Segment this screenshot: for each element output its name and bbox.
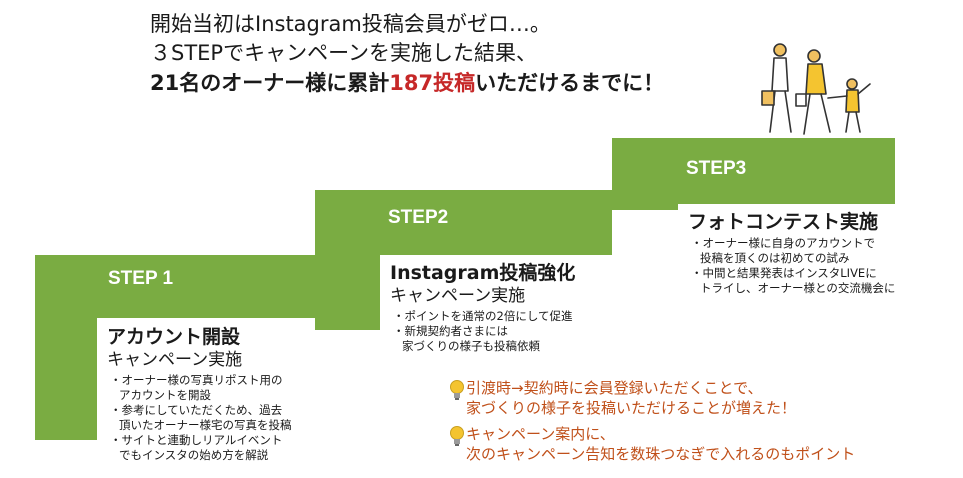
step3-bullet: オーナー様に自身のアカウントで 投稿を頂くのは初めての試み <box>688 236 940 266</box>
header-line-1: 開始当初はInstagram投稿会員がゼロ…。 <box>150 12 551 36</box>
step1-bullet: サイトと連動しリアルイベント でもインスタの始め方を解説 <box>107 433 315 463</box>
step3-card: フォトコンテスト実施 オーナー様に自身のアカウントで 投稿を頂くのは初めての試み… <box>678 204 940 310</box>
step2-card: Instagram投稿強化 キャンペーン実施 ポイントを通常の2倍にして促進 新… <box>380 255 612 370</box>
step3-title: フォトコンテスト実施 <box>688 211 879 233</box>
header-line-3-prefix: 21名のオーナー様に累計 <box>150 71 390 95</box>
header-line-3-suffix: いただけるまでに！ <box>475 71 665 95</box>
family-illustration <box>761 43 871 135</box>
insight-note-line-1: キャンペーン案内に、 <box>466 425 615 443</box>
step1-bullets: オーナー様の写真リポスト用の アカウントを開設 参考にしていただくため、過去 頂… <box>107 373 315 463</box>
step3-label: STEP3 <box>686 158 747 179</box>
header-line-2: ３STEPでキャンペーンを実施した結果、 <box>150 41 538 65</box>
step1-subtitle: キャンペーン実施 <box>107 350 243 370</box>
step1-title: アカウント開設 <box>107 326 241 348</box>
step2-title: Instagram投稿強化 <box>390 262 576 284</box>
lightbulb-icon <box>450 380 464 400</box>
insight-note-line-2: 家づくりの様子を投稿いただけることが増えた！ <box>466 399 797 417</box>
step1-bullet: 参考にしていただくため、過去 頂いたオーナー様宅の写真を投稿 <box>107 403 315 433</box>
step2-bullet: ポイントを通常の2倍にして促進 <box>390 309 612 324</box>
header-highlight-count: 187投稿 <box>389 71 476 95</box>
step2-label: STEP2 <box>388 207 449 228</box>
insight-note-line-1: 引渡時→契約時に会員登録いただくことで、 <box>466 379 763 397</box>
step2-bullet: 新規契約者さまには 家づくりの様子も投稿依頼 <box>390 324 612 354</box>
lightbulb-icon <box>450 426 464 446</box>
header-line-3: 21名のオーナー様に累計187投稿いただけるまでに！ <box>150 68 750 99</box>
step3-bullets: オーナー様に自身のアカウントで 投稿を頂くのは初めての試み 中間と結果発表はイン… <box>688 236 940 296</box>
step2-bullets: ポイントを通常の2倍にして促進 新規契約者さまには 家づくりの様子も投稿依頼 <box>390 309 612 354</box>
step1-label: STEP 1 <box>108 268 174 289</box>
insight-note: 引渡時→契約時に会員登録いただくことで、 家づくりの様子を投稿いただけることが増… <box>448 378 948 418</box>
step2-subtitle: キャンペーン実施 <box>390 286 526 306</box>
step1-card: アカウント開設 キャンペーン実施 オーナー様の写真リポスト用の アカウントを開設… <box>97 318 315 478</box>
insight-note-line-2: 次のキャンペーン告知を数珠つなぎで入れるのもポイント <box>466 445 856 463</box>
step3-bullet: 中間と結果発表はインスタLIVEに トライし、オーナー様との交流機会に <box>688 266 940 296</box>
insight-notes: 引渡時→契約時に会員登録いただくことで、 家づくりの様子を投稿いただけることが増… <box>448 378 948 470</box>
step3-band <box>612 138 895 210</box>
step1-bullet: オーナー様の写真リポスト用の アカウントを開設 <box>107 373 315 403</box>
header-text: 開始当初はInstagram投稿会員がゼロ…。 ３STEPでキャンペーンを実施し… <box>150 10 750 99</box>
insight-note: キャンペーン案内に、 次のキャンペーン告知を数珠つなぎで入れるのもポイント <box>448 424 948 464</box>
